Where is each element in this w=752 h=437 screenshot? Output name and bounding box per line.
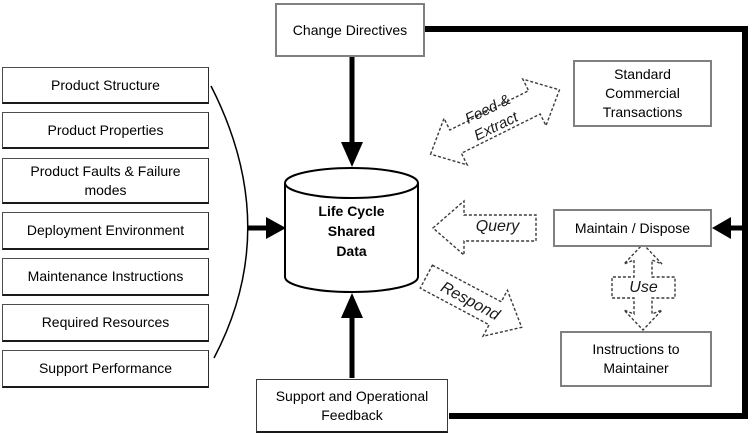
support-operational-feedback-label: Support and Operational Feedback: [275, 387, 429, 423]
input-label: Maintenance Instructions: [27, 268, 184, 284]
input-group-brace: [210, 85, 249, 359]
feed-extract-double-arrow: [429, 77, 561, 167]
standard-commercial-transactions-label: Standard Commercial Transactions: [602, 66, 683, 120]
standard-commercial-transactions-box: Standard Commercial Transactions: [573, 60, 712, 127]
input-box-product-properties: Product Properties: [2, 112, 209, 149]
input-box-product-structure: Product Structure: [2, 67, 209, 104]
maintain-dispose-label: Maintain / Dispose: [574, 219, 691, 236]
respond-arrow: [419, 264, 523, 338]
input-box-deployment-environment: Deployment Environment: [2, 212, 209, 250]
instructions-to-maintainer-box: Instructions to Maintainer: [560, 331, 712, 387]
top-to-hub-arrow: [341, 57, 363, 167]
input-label: Deployment Environment: [26, 222, 185, 238]
input-box-support-performance: Support Performance: [2, 350, 209, 388]
instructions-to-maintainer-label: Instructions to Maintainer: [592, 341, 680, 376]
data-store-cylinder-icon: [284, 167, 419, 293]
inputs-to-hub-arrow: [247, 217, 286, 239]
query-arrow: [431, 199, 537, 257]
input-box-product-faults: Product Faults & Failure modes: [2, 158, 209, 204]
hub-label-line: Shared: [327, 223, 376, 239]
input-label: Support Performance: [38, 360, 173, 376]
bottom-to-hub-arrow: [341, 293, 363, 378]
change-directives-label: Change Directives: [292, 21, 408, 38]
hub-label-line: Life Cycle: [318, 203, 385, 219]
input-box-required-resources: Required Resources: [2, 304, 209, 342]
query-label: Query: [475, 218, 520, 235]
input-label: Product Faults & Failure modes: [30, 162, 181, 198]
support-operational-feedback-box: Support and Operational Feedback: [256, 379, 448, 433]
use-label: Use: [629, 279, 658, 296]
use-double-arrow: [611, 242, 676, 332]
life-cycle-shared-data-label: Life Cycle Shared Data: [285, 201, 418, 261]
input-label: Product Properties: [47, 121, 164, 138]
loop-to-maintain-arrow: [712, 217, 745, 239]
hub-label-line: Data: [336, 243, 367, 259]
input-label: Required Resources: [41, 314, 170, 330]
process-loop-line: [425, 26, 748, 419]
change-directives-box: Change Directives: [275, 3, 425, 57]
input-label: Product Structure: [51, 76, 160, 93]
maintain-dispose-box: Maintain / Dispose: [553, 209, 712, 247]
input-box-maintenance-instructions: Maintenance Instructions: [2, 258, 209, 296]
